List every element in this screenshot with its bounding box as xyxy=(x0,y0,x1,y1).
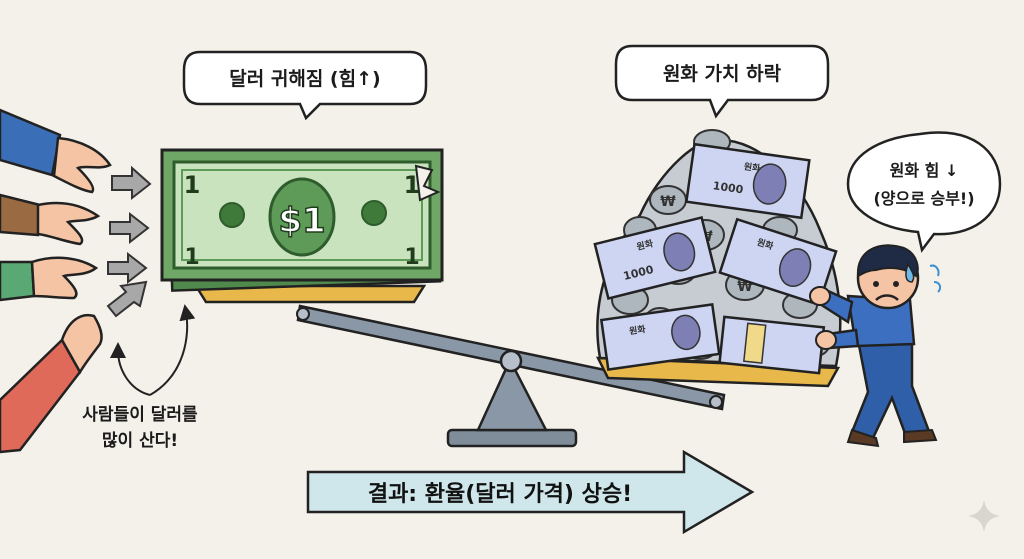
won-note-label: 원화 xyxy=(743,160,762,174)
dollar-corner-bottom-left: 1 xyxy=(184,245,199,270)
result-arrow: 결과: 환율(달러 가격) 상승! xyxy=(306,449,755,535)
dollar-bill-stack: $1 1 1 1 1 xyxy=(160,148,444,292)
seesaw-scale xyxy=(193,284,841,448)
people-note-line2: 많이 산다! xyxy=(102,431,178,451)
won-note: 1000 원화 xyxy=(684,142,811,220)
won-note-value: 1000 xyxy=(712,179,744,196)
reaching-hands xyxy=(0,108,112,454)
dollar-value: $1 xyxy=(278,201,325,241)
won-bubble-text: 원화 가치 하락 xyxy=(663,63,782,85)
won-coin-symbol: ₩ xyxy=(660,194,676,210)
won-pile: ₩ ₩ ₩ ₩ ₩ ₩ 1000 원화 1000 원화 원화 원화 xyxy=(593,129,842,375)
boy-bubble-line2: (양으로 승부!) xyxy=(873,189,974,208)
won-note-label: 원화 xyxy=(628,323,647,337)
sparkle-icon xyxy=(968,500,1000,532)
won-note: 원화 xyxy=(718,217,838,307)
dollar-corner-bottom-right: 1 xyxy=(404,245,419,270)
push-arrows xyxy=(106,165,152,318)
boy-bubble-line1: 원화 힘 ↓ xyxy=(890,161,959,180)
dollar-bubble-text: 달러 귀해짐 (힘↑) xyxy=(229,68,380,90)
note-arrow xyxy=(149,304,196,396)
boy-character xyxy=(809,244,942,448)
dollar-speech-bubble: 달러 귀해짐 (힘↑) xyxy=(182,50,428,121)
dollar-corner-top-right: 1 xyxy=(404,171,421,199)
dollar-corner-top-left: 1 xyxy=(184,171,201,199)
won-speech-bubble: 원화 가치 하락 xyxy=(614,44,830,119)
people-note-line1: 사람들이 달러를 xyxy=(82,404,198,425)
won-note xyxy=(718,315,826,375)
won-note: 1000 원화 xyxy=(593,216,717,300)
note-arrow-2 xyxy=(110,342,151,396)
result-text: 결과: 환율(달러 가격) 상승! xyxy=(368,482,632,507)
won-note: 원화 xyxy=(599,303,721,371)
boy-speech-bubble: 원화 힘 ↓ (양으로 승부!) xyxy=(846,131,1002,253)
